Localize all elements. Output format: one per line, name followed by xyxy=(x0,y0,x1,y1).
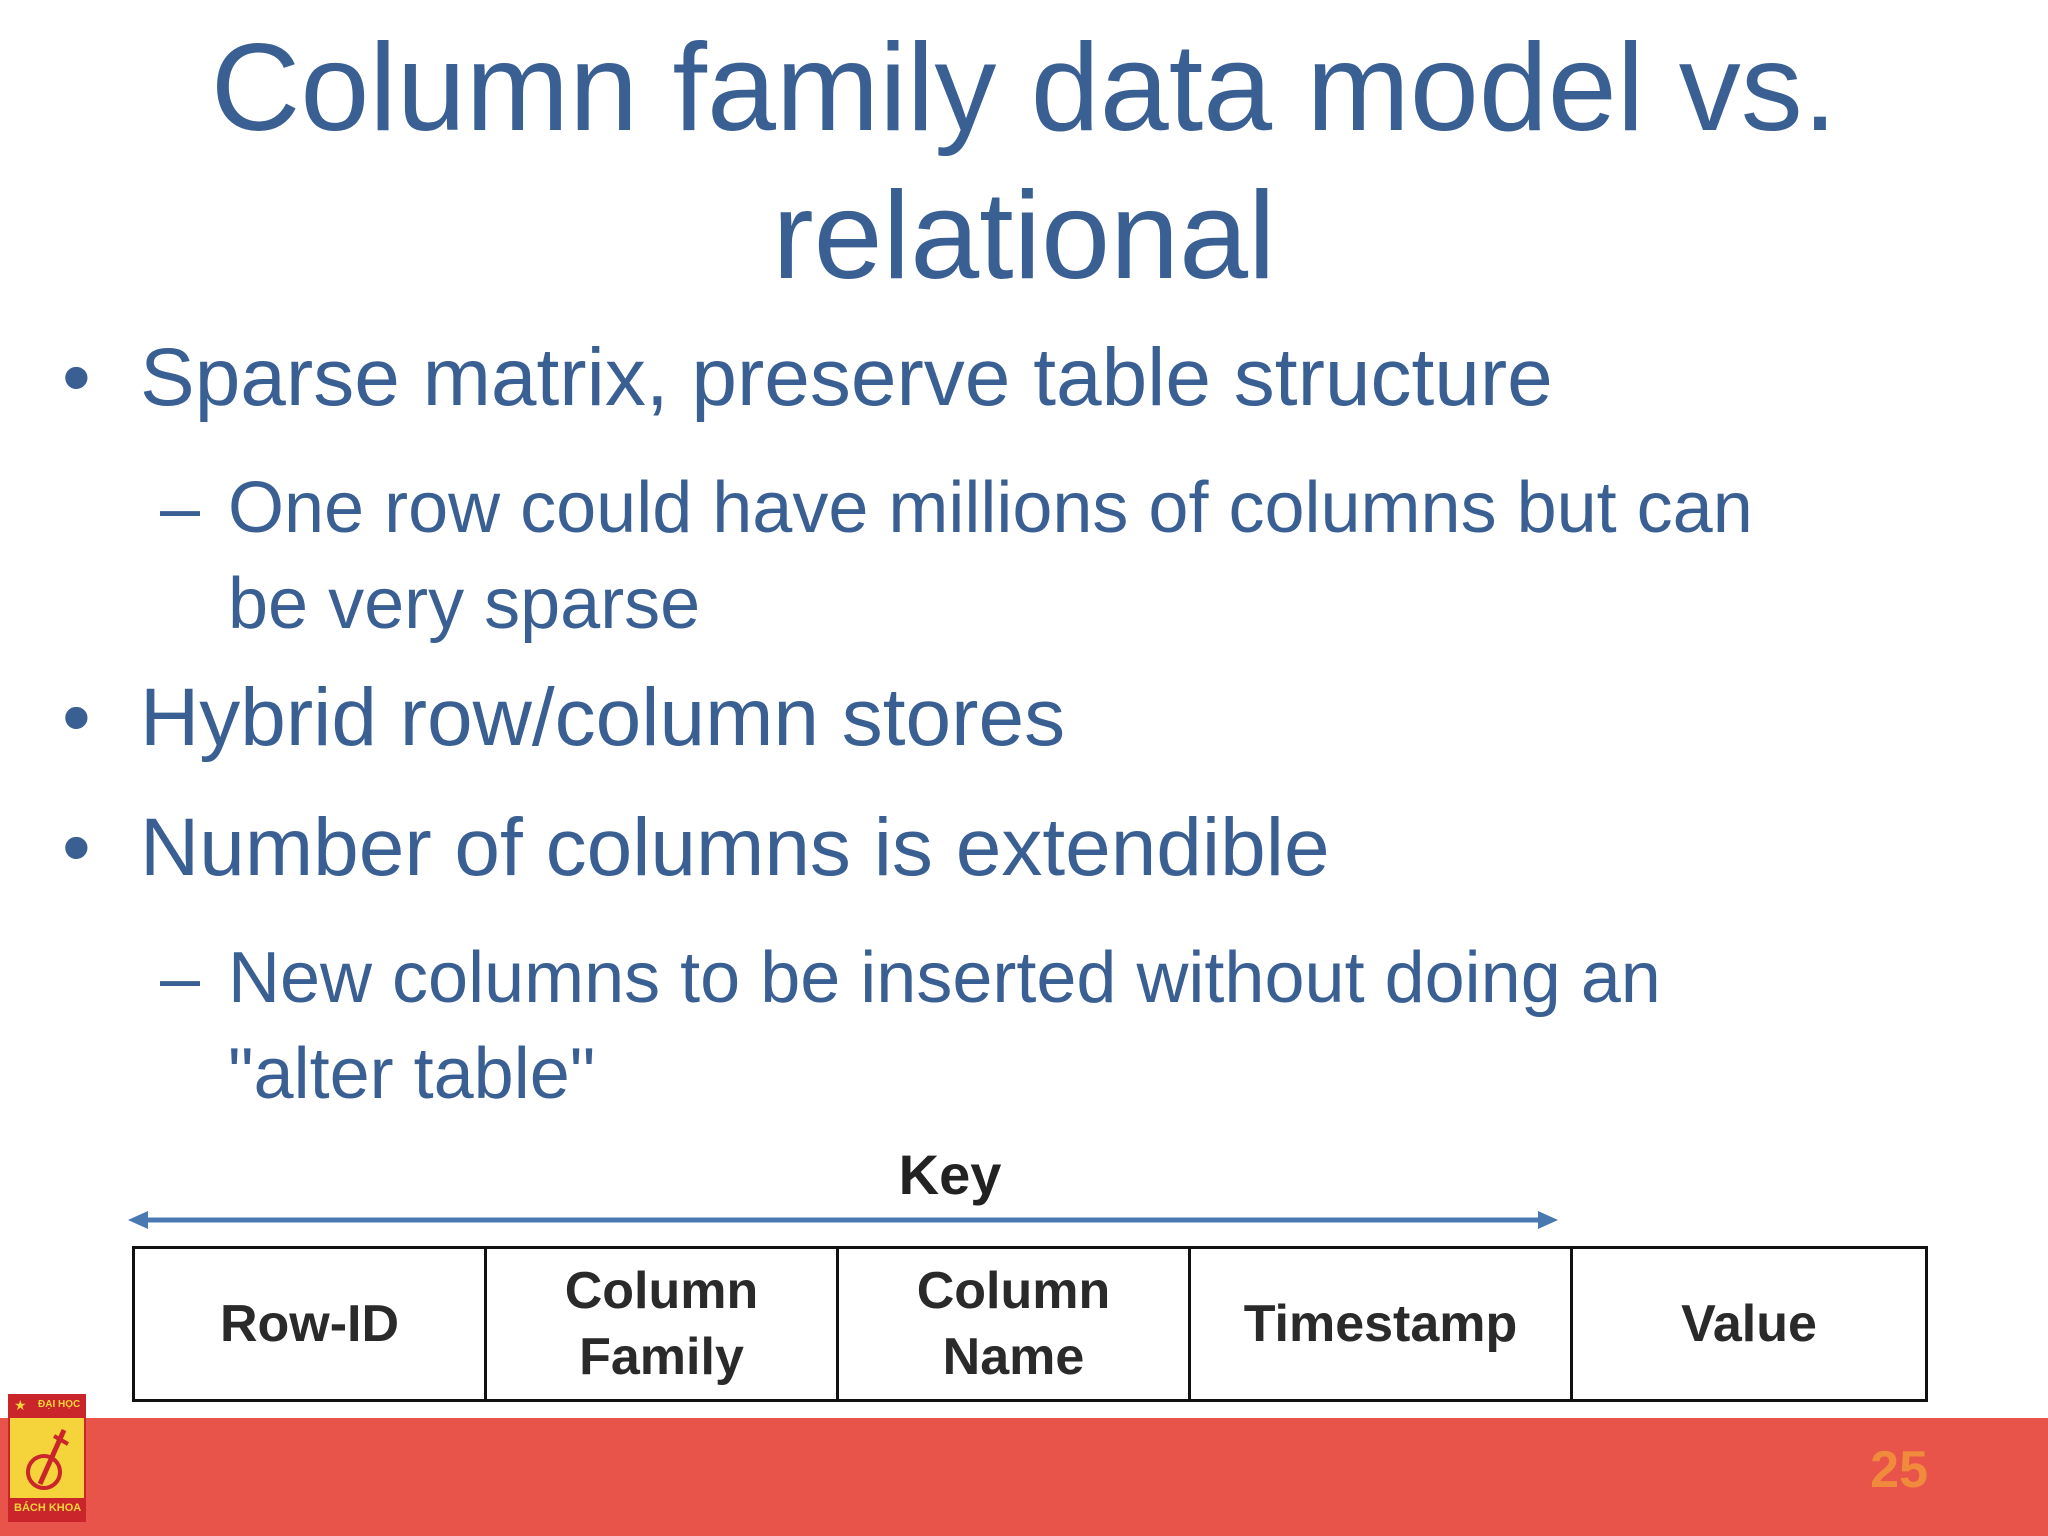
arrow-left-head xyxy=(128,1211,148,1229)
cell-line: Family xyxy=(579,1328,744,1386)
logo-top-text: ĐẠI HỌC xyxy=(38,1399,81,1410)
arrow-right-head xyxy=(1538,1211,1558,1229)
star-icon: ★ xyxy=(14,1397,27,1413)
cell-row-id: Row-ID xyxy=(135,1249,487,1399)
bullet-dot: • xyxy=(62,672,91,763)
sub-bullet-dash: – xyxy=(160,468,201,548)
cell-value: Value xyxy=(1573,1249,1925,1399)
cell-text: Row-ID xyxy=(219,1295,400,1353)
sub-bullet-item: – New columns to be inserted without doi… xyxy=(160,930,1960,1122)
slide-title: Column family data model vs. relational xyxy=(0,14,2048,310)
logo-bottom-text: BÁCH KHOA xyxy=(14,1502,82,1514)
sub-bullet-line: New columns to be inserted without doing… xyxy=(228,938,1661,1018)
cell-line: Column xyxy=(916,1262,1111,1320)
sub-bullet-line: One row could have millions of columns b… xyxy=(228,468,1753,548)
cell-timestamp: Timestamp xyxy=(1191,1249,1573,1399)
sub-bullet-line: be very sparse xyxy=(228,564,701,644)
cell-line: Name xyxy=(942,1328,1085,1386)
bullet-item: • Number of columns is extendible xyxy=(62,800,1330,896)
sub-bullet-line: "alter table" xyxy=(228,1034,596,1114)
bullet-dot: • xyxy=(62,332,91,423)
key-span-arrow xyxy=(128,1211,1558,1229)
sub-bullet-item: – One row could have millions of columns… xyxy=(160,460,1960,652)
bullet-dot: • xyxy=(62,802,91,893)
key-label: Key xyxy=(898,1143,1002,1206)
university-logo: ★ ĐẠI HỌC BÁCH KHOA xyxy=(8,1394,86,1522)
cell-text: Timestamp xyxy=(1243,1295,1518,1353)
bullet-text: Sparse matrix, preserve table structure xyxy=(140,332,1553,423)
bullet-item: • Sparse matrix, preserve table structur… xyxy=(62,330,1553,426)
footer-bar xyxy=(0,1418,2048,1536)
logo-bottom-band: BÁCH KHOA xyxy=(10,1498,84,1520)
sub-bullet-dash: – xyxy=(160,938,201,1018)
bullet-text: Number of columns is extendible xyxy=(140,802,1330,893)
cell-line: Column xyxy=(564,1262,759,1320)
logo-emblem-icon xyxy=(26,1428,69,1490)
bullet-item: • Hybrid row/column stores xyxy=(62,670,1065,766)
page-number: 25 xyxy=(1870,1441,1928,1499)
title-line-2: relational xyxy=(772,167,1276,305)
cell-text: Value xyxy=(1681,1295,1817,1353)
title-line-1: Column family data model vs. xyxy=(210,19,1838,157)
logo-top-band: ★ ĐẠI HỌC xyxy=(10,1396,84,1418)
bullet-text: Hybrid row/column stores xyxy=(140,672,1066,763)
